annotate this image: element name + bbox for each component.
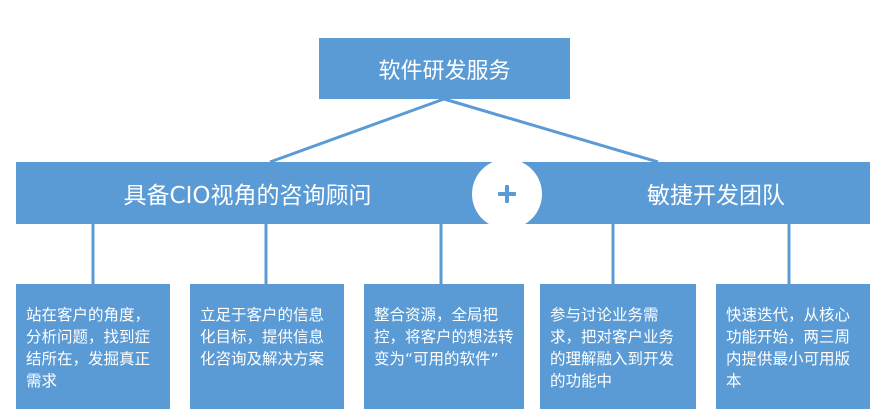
connector-root-to-right-branch [443, 97, 659, 164]
branch-node-agile-team: 敏捷开发团队 [522, 162, 870, 224]
leaf-node-4-text: 参与讨论业务需求，把对客户业务的理解融入到开发的功能中 [550, 306, 675, 390]
leaf-node-3: 整合资源，全局把控，将客户的想法转变为“可用的软件” [364, 284, 524, 409]
leaf-node-1-text: 站在客户的角度，分析问题，找到症结所在，发掘真正需求 [26, 306, 151, 390]
branch-node-consultant-label: 具备CIO视角的咨询顾问 [123, 183, 372, 209]
root-node: 软件研发服务 [319, 38, 570, 99]
leaf-node-4: 参与讨论业务需求，把对客户业务的理解融入到开发的功能中 [540, 284, 696, 409]
leaf-node-3-text: 整合资源，全局把控，将客户的想法转变为“可用的软件” [374, 306, 514, 368]
plus-icon [472, 159, 542, 229]
connector-root-to-left-branch [269, 97, 445, 164]
leaf-node-2-text: 立足于客户的信息化目标，提供信息化咨询及解决方案 [200, 306, 325, 368]
leaf-node-5-text: 快速迭代，从核心功能开始，两三周内提供最小可用版本 [726, 306, 851, 390]
branch-node-agile-team-label: 敏捷开发团队 [647, 183, 785, 209]
root-node-label: 软件研发服务 [378, 58, 511, 84]
leaf-node-1: 站在客户的角度，分析问题，找到症结所在，发掘真正需求 [16, 284, 170, 409]
leaf-node-5: 快速迭代，从核心功能开始，两三周内提供最小可用版本 [716, 284, 870, 409]
leaf-node-2: 立足于客户的信息化目标，提供信息化咨询及解决方案 [190, 284, 344, 409]
branch-node-consultant: 具备CIO视角的咨询顾问 [16, 162, 494, 224]
